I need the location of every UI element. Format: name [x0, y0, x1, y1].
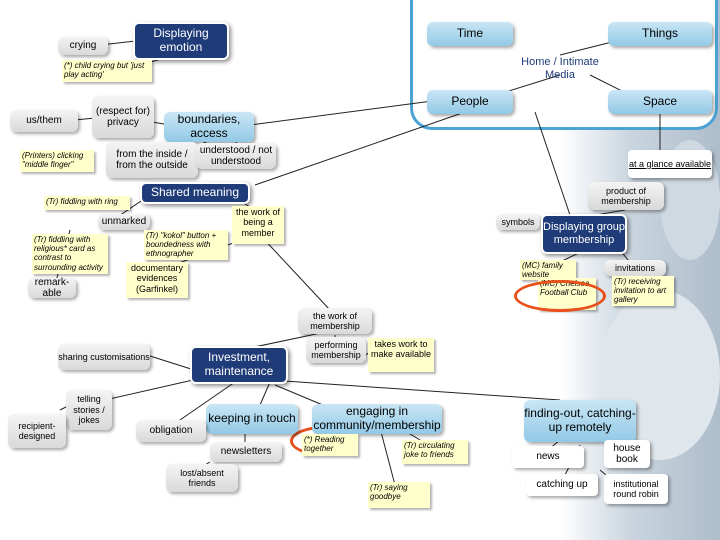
node-work-of-membership: the work of membership	[298, 308, 372, 334]
node-keeping-in-touch: keeping in touch	[206, 404, 298, 434]
node-house-book: house book	[604, 440, 650, 468]
line-work-membership	[259, 234, 331, 311]
line-people-group	[534, 111, 571, 216]
note-reading-together: (*) Reading together	[302, 434, 358, 456]
node-performing-membership: performing membership	[306, 337, 366, 363]
node-news: news	[512, 446, 584, 468]
node-displaying-emotion: Displaying emotion	[133, 22, 229, 60]
note-religious-card: (Tr) fiddling with religious* card as co…	[32, 234, 108, 274]
node-lost-absent-friends: lost/absent friends	[166, 464, 238, 492]
node-understood: understood / not understood	[196, 143, 276, 169]
line-people-boundaries	[249, 99, 441, 126]
node-invitations: invitations	[604, 260, 666, 276]
node-symbols: symbols	[496, 214, 540, 230]
node-newsletters: newsletters	[210, 442, 282, 462]
note-kokol-button: (Tr) "kokol" button + boundedness with e…	[144, 230, 228, 260]
note-receiving-invitation: (Tr) receiving invitation to art gallery	[612, 276, 674, 306]
node-space: Space	[608, 90, 712, 114]
node-us-them: us/them	[10, 110, 78, 132]
node-finding-out: finding-out, catching-up remotely	[524, 400, 636, 442]
node-telling-stories: telling stories / jokes	[66, 390, 112, 430]
node-at-a-glance: at a glance available	[628, 150, 712, 178]
node-catching-up: catching up	[526, 474, 598, 496]
line-investment-finding	[269, 379, 561, 401]
node-recipient-designed: recipient- designed	[8, 414, 66, 448]
note-printers: (Printers) clicking "middle finger"	[20, 150, 94, 172]
node-engaging-community: engaging in community/membership	[312, 404, 442, 434]
line-engaging-goodbye	[379, 427, 396, 486]
node-investment-maintenance: Investment, maintenance	[190, 346, 288, 384]
line-people-shared	[254, 111, 466, 186]
node-obligation: obligation	[136, 420, 206, 442]
node-sharing-customisations: sharing customisations	[58, 344, 150, 370]
note-fiddling-ring: (Tr) fiddling with ring	[44, 196, 130, 210]
node-documentary-evidences: documentary evidences (Garfinkel)	[126, 262, 188, 298]
node-takes-work: takes work to make available	[368, 338, 434, 372]
node-things: Things	[608, 22, 712, 46]
node-crying: crying	[58, 37, 108, 55]
node-time: Time	[427, 22, 513, 46]
node-displaying-group-membership: Displaying group membership	[541, 214, 627, 254]
note-saying-goodbye: (Tr) saying goodbye	[368, 482, 430, 508]
node-remarkable: remark- able	[28, 277, 76, 299]
line-usthem-privacy	[74, 117, 96, 121]
node-from-inside: from the inside / from the outside	[106, 142, 198, 178]
node-home-intimate-media: Home / Intimate Media	[521, 56, 599, 81]
node-product-membership: product of membership	[588, 182, 664, 210]
node-institutional-round-robin: institutional round robin	[604, 474, 668, 504]
node-work-of-being-member: the work of being a member	[232, 206, 284, 244]
node-shared-meaning: Shared meaning	[140, 182, 250, 204]
line-investment-keeping	[259, 381, 271, 406]
node-respect-privacy: (respect for) privacy	[92, 96, 154, 138]
note-mc-family: (MC) family website	[520, 260, 576, 280]
node-boundaries-access: boundaries, access	[164, 112, 254, 142]
note-child-crying: (*) child crying but 'just play acting'	[62, 60, 152, 82]
node-people: People	[427, 90, 513, 114]
line-investment-obligation	[179, 381, 236, 421]
highlight-oval-chelsea	[514, 280, 606, 312]
note-circulating-joke: (Tr) circulating joke to friends	[402, 440, 468, 464]
node-unmarked: unmarked	[98, 214, 150, 230]
